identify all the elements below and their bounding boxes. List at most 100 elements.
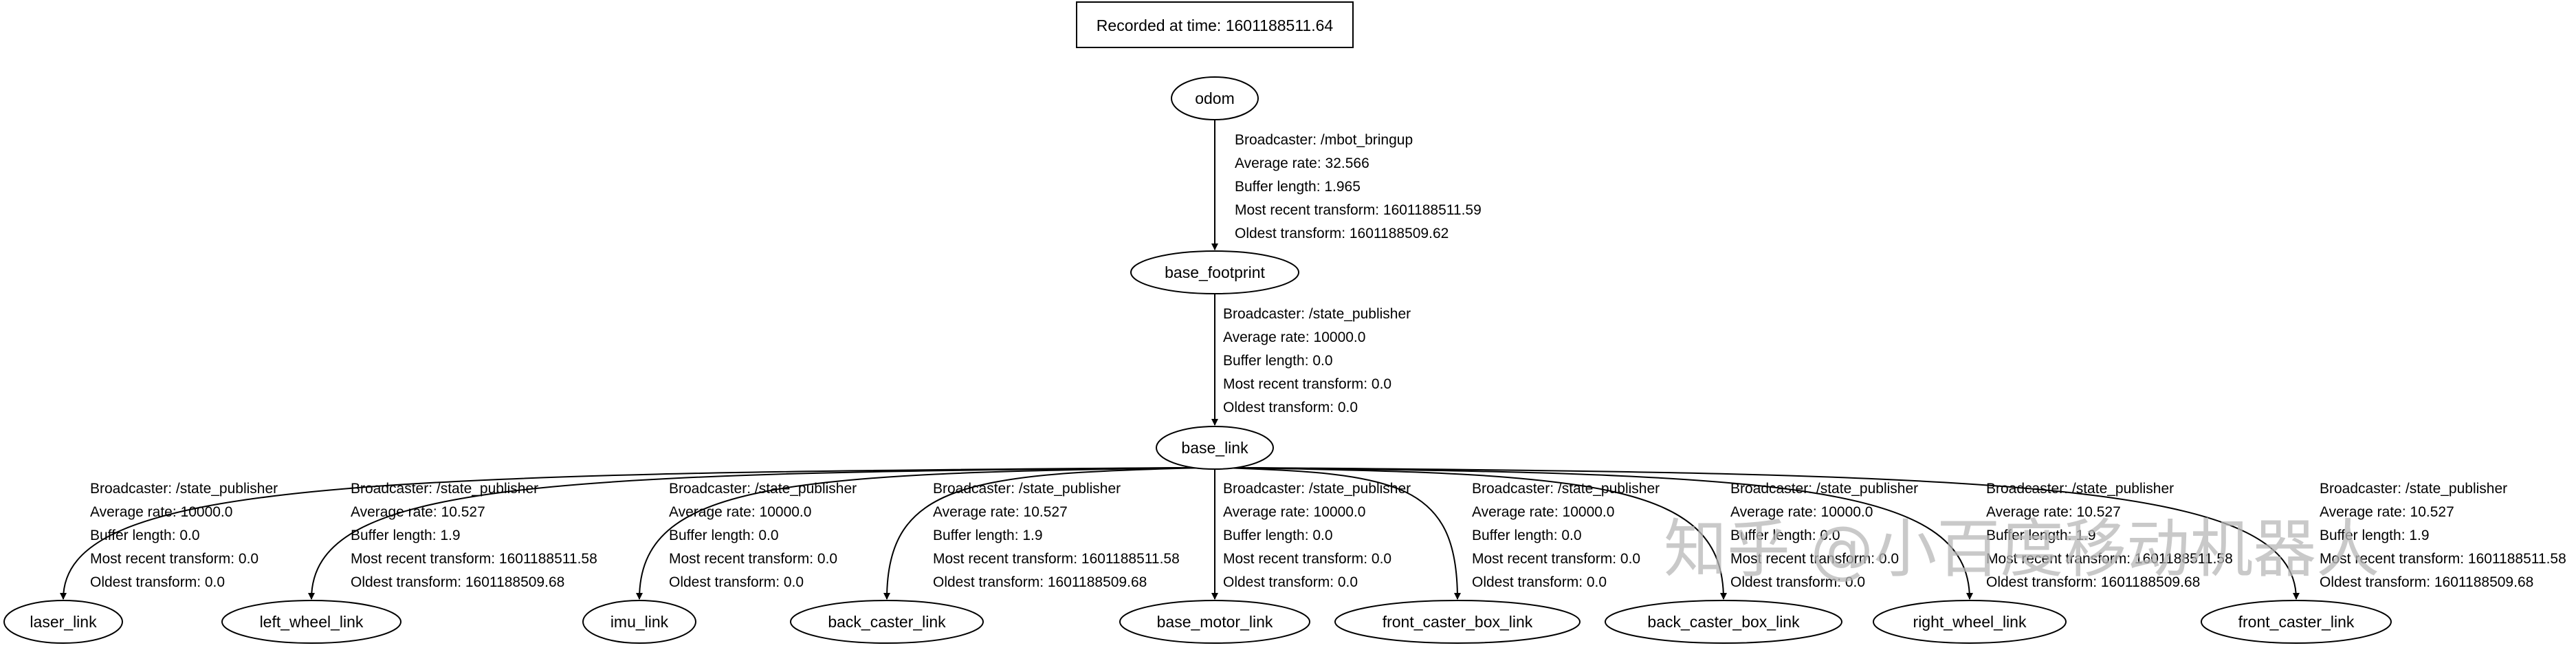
edge-arrow (636, 467, 1198, 600)
edge-info-line: Broadcaster: /state_publisher (2320, 481, 2507, 497)
frame-node-front-caster-link: front_caster_link (2201, 600, 2392, 644)
edge-info-line: Average rate: 10000.0 (1223, 329, 1365, 345)
frame-node-label: front_caster_link (2238, 613, 2355, 631)
edge-info-line: Buffer length: 0.0 (669, 528, 779, 543)
edge-info-line: Average rate: 10.527 (1986, 504, 2121, 520)
frame-node-ellipse (1873, 600, 2067, 644)
edge-info-line: Buffer length: 1.965 (1235, 179, 1361, 195)
edge-info-line: Oldest transform: 1601188509.68 (933, 574, 1147, 590)
frame-node-ellipse (3, 600, 123, 644)
edge-info-line: Average rate: 32.566 (1235, 155, 1369, 171)
frame-node-odom: odom (1171, 76, 1259, 120)
edge-arrow (1230, 467, 1727, 600)
frame-node-base-link: base_link (1156, 426, 1274, 470)
frame-node-label: back_caster_box_link (1647, 613, 1800, 631)
frame-node-label: left_wheel_link (260, 613, 364, 631)
edge-info-line: Oldest transform: 0.0 (669, 574, 804, 590)
frame-node-label: base_motor_link (1157, 613, 1273, 631)
edge-info-line: Broadcaster: /state_publisher (1986, 481, 2174, 497)
frame-node-ellipse (1130, 250, 1299, 294)
edge-info-line: Average rate: 10000.0 (669, 504, 811, 520)
edge-info-line: Broadcaster: /state_publisher (1472, 481, 1660, 497)
edge-info-line: Oldest transform: 0.0 (1472, 574, 1607, 590)
edge-arrow (60, 467, 1180, 600)
edge-info-line: Broadcaster: /state_publisher (90, 481, 278, 497)
edge-info-line: Average rate: 10000.0 (90, 504, 232, 520)
frame-node-label: odom (1195, 89, 1235, 107)
edge-info-line: Most recent transform: 1601188511.58 (351, 551, 597, 567)
edge-info-line: Most recent transform: 0.0 (1223, 376, 1391, 392)
frame-node-ellipse (221, 600, 401, 644)
edge-arrow (1222, 467, 1461, 600)
edge-info-line: Buffer length: 1.9 (351, 528, 461, 543)
frame-node-label: right_wheel_link (1913, 613, 2027, 631)
edge-info-line: Broadcaster: /state_publisher (1223, 481, 1411, 497)
edge-info-line: Buffer length: 0.0 (90, 528, 200, 543)
recorded-time-box: Recorded at time: 1601188511.64 (1076, 1, 1354, 48)
frame-node-ellipse (582, 600, 696, 644)
frame-node-ellipse (1156, 426, 1274, 470)
edge-info-line: Most recent transform: 0.0 (1472, 551, 1640, 567)
frame-node-back-caster-link: back_caster_link (790, 600, 984, 644)
edge-info-line: Average rate: 10000.0 (1223, 504, 1365, 520)
edge-info-line: Oldest transform: 0.0 (1223, 574, 1358, 590)
edge-info-line: Broadcaster: /state_publisher (1223, 306, 1411, 322)
edge-info-line: Most recent transform: 1601188511.58 (2320, 551, 2566, 567)
frame-node-label: base_link (1181, 439, 1248, 457)
edge-info-line: Oldest transform: 1601188509.68 (2320, 574, 2533, 590)
edge-info-line: Broadcaster: /state_publisher (669, 481, 857, 497)
edge-info-line: Average rate: 10000.0 (1472, 504, 1614, 520)
edge-info-line: Oldest transform: 1601188509.68 (351, 574, 564, 590)
edge-info-line: Average rate: 10000.0 (1730, 504, 1873, 520)
edge-info-line: Oldest transform: 0.0 (90, 574, 225, 590)
edge-info-line: Buffer length: 0.0 (1472, 528, 1582, 543)
edge-info-line: Broadcaster: /mbot_bringup (1235, 132, 1413, 148)
edge-info-line: Most recent transform: 0.0 (1730, 551, 1899, 567)
frame-node-back-caster-box-link: back_caster_box_link (1605, 600, 1842, 644)
frame-node-base-motor-link: base_motor_link (1119, 600, 1310, 644)
nodes-layer: odom base_footprint base_link laser_link lef… (3, 76, 2392, 644)
edge-arrow (883, 467, 1205, 600)
frame-node-label: imu_link (610, 613, 669, 631)
frame-node-laser-link: laser_link (3, 600, 123, 644)
edge-info-line: Most recent transform: 1601188511.58 (933, 551, 1180, 567)
edge-arrow (1237, 467, 1973, 600)
frame-node-base-footprint: base_footprint (1130, 250, 1299, 294)
frame-node-left-wheel-link: left_wheel_link (221, 600, 401, 644)
edge-info-line: Average rate: 10.527 (933, 504, 1068, 520)
edge-info-line: Buffer length: 1.9 (1986, 528, 2096, 543)
frame-node-ellipse (2201, 600, 2392, 644)
edge-info-line: Oldest transform: 0.0 (1223, 400, 1358, 415)
frame-node-ellipse (1119, 600, 1310, 644)
edge-info-line: Oldest transform: 0.0 (1730, 574, 1865, 590)
edge-info-line: Broadcaster: /state_publisher (1730, 481, 1918, 497)
edge-info-line: Broadcaster: /state_publisher (351, 481, 538, 497)
edge-info-line: Oldest transform: 1601188509.62 (1235, 226, 1449, 241)
edge-info-line: Broadcaster: /state_publisher (933, 481, 1121, 497)
edge-info-line: Oldest transform: 1601188509.68 (1986, 574, 2200, 590)
frame-node-ellipse (1334, 600, 1581, 644)
edge-info-line: Buffer length: 0.0 (1223, 353, 1333, 369)
edge-info-line: Most recent transform: 0.0 (669, 551, 837, 567)
edge-info-line: Buffer length: 0.0 (1730, 528, 1840, 543)
edge-info-line: Most recent transform: 0.0 (90, 551, 258, 567)
frame-node-imu-link: imu_link (582, 600, 696, 644)
edge-info-line: Buffer length: 0.0 (1223, 528, 1333, 543)
edge-info-line: Buffer length: 1.9 (2320, 528, 2430, 543)
frame-node-ellipse (790, 600, 984, 644)
edge-info-line: Most recent transform: 0.0 (1223, 551, 1391, 567)
edge-arrow (1247, 467, 2300, 600)
recorded-time-text: Recorded at time: 1601188511.64 (1097, 17, 1334, 34)
